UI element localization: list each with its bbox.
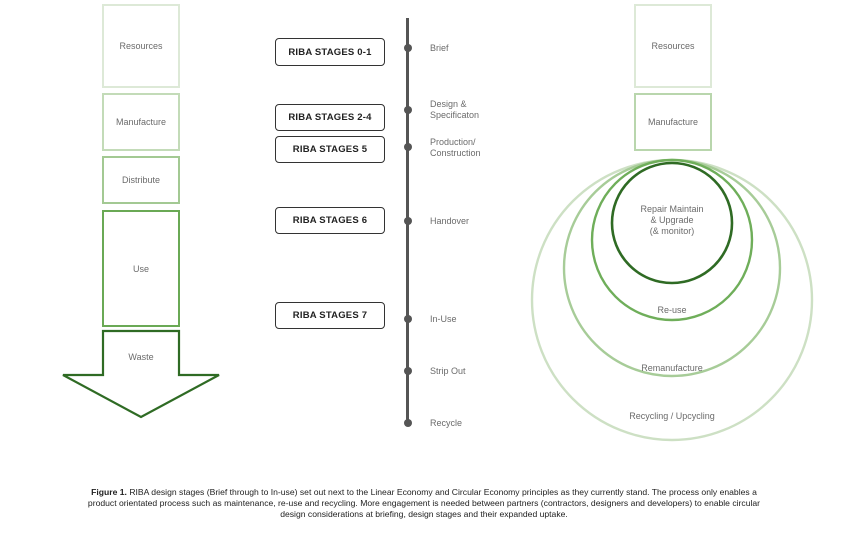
linear-resources-label: Resources <box>119 41 163 51</box>
timeline-label-design: Design & Specificaton <box>430 99 480 120</box>
circular-manufacture-label: Manufacture <box>647 117 699 127</box>
riba-stage-6: RIBA STAGES 6 <box>275 207 385 234</box>
timeline-label-in-use: In-Use <box>430 314 457 324</box>
linear-distribute-label: Distribute <box>121 175 160 185</box>
riba-stage-5: RIBA STAGES 5 <box>275 136 385 163</box>
timeline-dot-production <box>403 143 412 151</box>
timeline-dot-brief <box>403 44 412 52</box>
figure-caption: Figure 1. RIBA design stages (Brief thro… <box>80 487 768 520</box>
ring-recycling <box>530 158 814 442</box>
timeline-dot-strip-out <box>403 367 412 375</box>
linear-distribute-box: Distribute <box>102 156 180 204</box>
linear-manufacture-label: Manufacture <box>115 117 167 127</box>
timeline-dot-handover <box>403 217 412 225</box>
timeline-dot-recycle <box>403 419 412 427</box>
linear-use-label: Use <box>132 263 149 274</box>
circular-manufacture-box: Manufacture <box>634 93 712 151</box>
timeline-dot-in-use <box>403 315 412 323</box>
linear-waste-label-wrap: Waste <box>104 350 178 364</box>
circular-resources-box: Resources <box>634 4 712 88</box>
figure-caption-label: Figure 1. <box>91 487 127 497</box>
linear-use-box: Use <box>102 210 180 327</box>
linear-manufacture-box: Manufacture <box>102 93 180 151</box>
ring-repair <box>610 161 734 285</box>
timeline-label-strip-out: Strip Out <box>430 366 466 376</box>
circular-repair-label: Repair Maintain & Upgrade (& monitor) <box>640 204 704 236</box>
timeline-dot-design <box>403 106 412 114</box>
linear-resources-box: Resources <box>102 4 180 88</box>
figure-caption-text: RIBA design stages (Brief through to In-… <box>87 487 761 519</box>
timeline-label-recycle: Recycle <box>430 418 463 428</box>
circular-remanufacture-label: Remanufacture <box>641 363 703 373</box>
circular-resources-label: Resources <box>651 41 695 51</box>
circular-reuse-label: Re-use <box>657 305 687 315</box>
timeline-label-handover: Handover <box>430 216 470 226</box>
linear-waste-label: Waste <box>128 352 154 362</box>
timeline-label-production: Production/ Construction <box>430 137 481 158</box>
circular-recycling-label: Recycling / Upcycling <box>629 411 715 421</box>
riba-stage-0-1: RIBA STAGES 0-1 <box>275 38 385 66</box>
riba-stage-7: RIBA STAGES 7 <box>275 302 385 329</box>
ring-reuse <box>590 158 754 322</box>
timeline-label-brief: Brief <box>430 43 449 53</box>
riba-stage-2-4: RIBA STAGES 2-4 <box>275 104 385 131</box>
